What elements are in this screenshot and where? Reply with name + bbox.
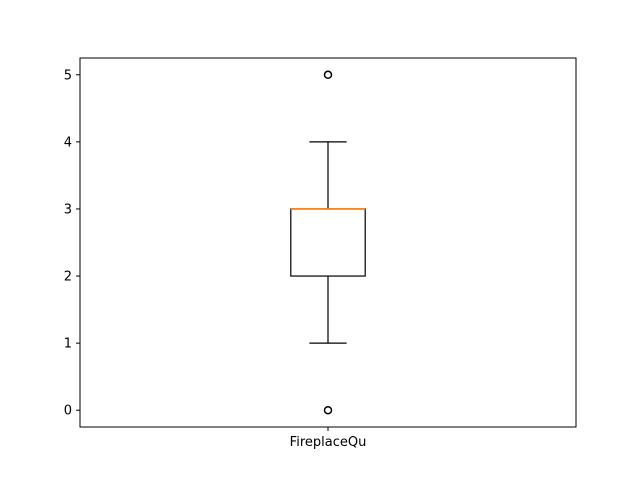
y-tick-label: 5 <box>64 68 72 83</box>
y-tick-label: 0 <box>64 404 72 419</box>
x-tick-label: FireplaceQu <box>290 435 367 450</box>
x-axis: FireplaceQu <box>290 427 367 450</box>
y-axis: 0 1 2 3 4 5 <box>64 68 80 419</box>
plot-layer <box>290 70 366 415</box>
y-tick-label: 1 <box>64 337 72 352</box>
outlier-point <box>323 70 333 80</box>
y-tick-label: 4 <box>64 135 72 150</box>
outlier-point <box>323 405 333 415</box>
y-tick-label: 3 <box>64 202 72 217</box>
y-tick-label: 2 <box>64 270 72 285</box>
box-group-FireplaceQu <box>290 70 366 415</box>
